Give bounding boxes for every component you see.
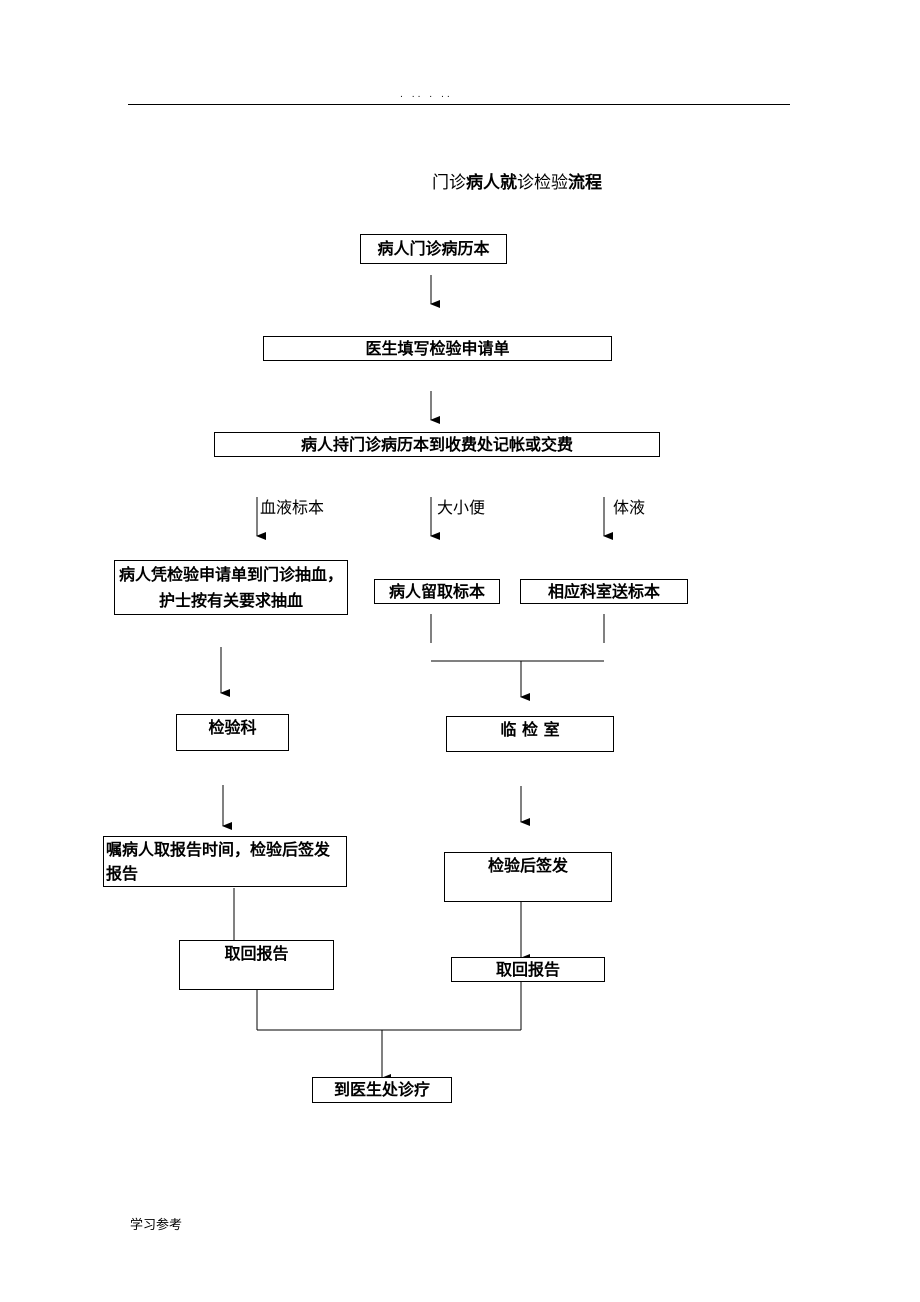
box-clinical-lab: 临 检 室 (446, 716, 614, 752)
box-blood-draw: 病人凭检验申请单到门诊抽血，护士按有关要求抽血 (114, 560, 348, 615)
header-marks: . .. . .. (400, 90, 453, 100)
title-part-1: 门诊 (432, 173, 466, 193)
page-title: 门诊病人就诊检验流程 (432, 168, 602, 193)
title-part-2: 病人就 (466, 173, 517, 193)
box-pay: 病人持门诊病历本到收费处记帐或交费 (214, 432, 660, 457)
footer-text: 学习参考 (130, 1218, 183, 1233)
branch-label-body-fluid: 体液 (613, 498, 646, 517)
box-to-doctor: 到医生处诊疗 (312, 1077, 452, 1103)
box-sign-release: 检验后签发 (444, 852, 612, 902)
title-part-4: 流程 (568, 173, 602, 193)
branch-label-stool-urine: 大小便 (437, 498, 486, 517)
header-rule (128, 104, 790, 105)
box-dept-send: 相应科室送标本 (520, 579, 688, 604)
title-part-3: 诊检验 (517, 173, 568, 193)
branch-label-blood: 血液标本 (260, 498, 325, 517)
box-collect-sample: 病人留取标本 (374, 579, 500, 604)
box-start: 病人门诊病历本 (360, 234, 507, 264)
box-fill-form: 医生填写检验申请单 (263, 336, 612, 361)
box-retrieve-right: 取回报告 (451, 957, 605, 982)
box-notify-time: 嘱病人取报告时间，检验后签发报告 (103, 836, 347, 887)
box-lab: 检验科 (176, 714, 289, 751)
box-retrieve-left: 取回报告 (179, 940, 334, 990)
